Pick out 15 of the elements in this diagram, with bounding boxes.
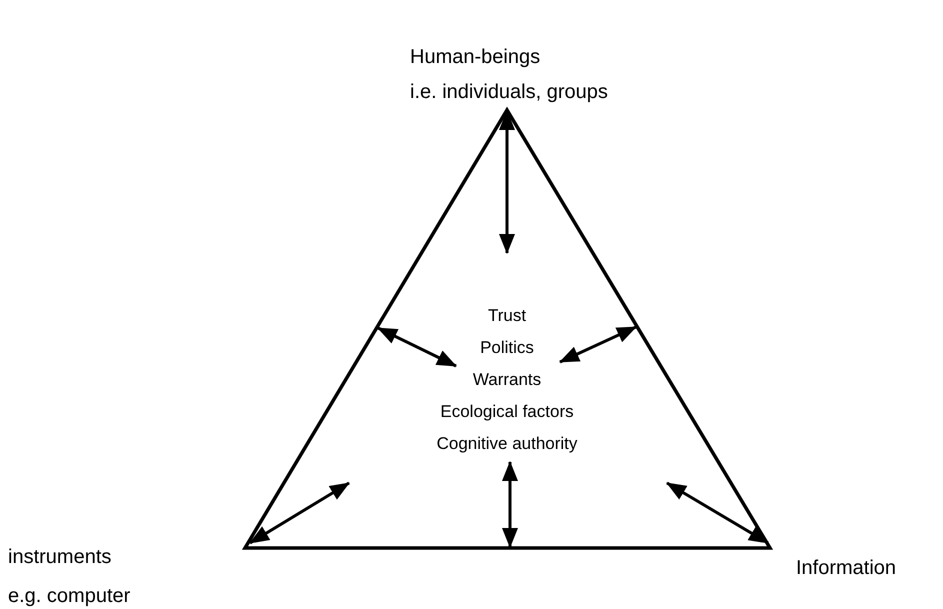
node-heading: Information	[796, 556, 896, 581]
factor-label: Ecological factors	[440, 401, 574, 423]
double-arrow	[502, 461, 518, 548]
double-arrow	[666, 482, 769, 544]
double-arrow	[249, 482, 350, 544]
factor-label: Cognitive authority	[436, 433, 578, 455]
node-heading: Human-beings	[410, 45, 540, 70]
factor-label: Warrants	[472, 369, 542, 391]
factor-label: Trust	[488, 305, 526, 327]
double-arrow	[559, 326, 637, 364]
node-description: i.e. individuals, groups	[410, 80, 608, 105]
double-arrow	[377, 326, 457, 368]
factor-label: Politics	[480, 337, 534, 359]
node-heading: instruments	[8, 545, 112, 570]
node-description: e.g. computer	[8, 584, 130, 609]
